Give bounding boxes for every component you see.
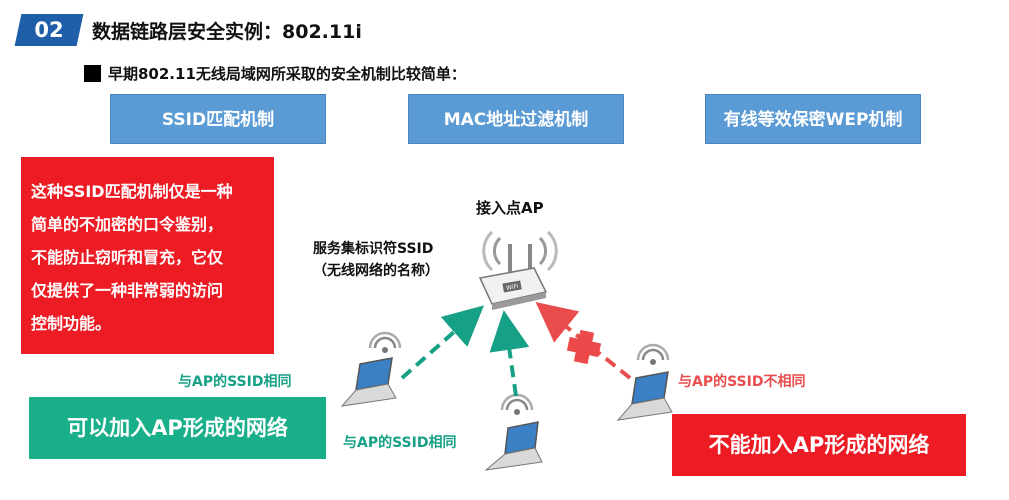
can-join-result-box: 可以加入AP形成的网络	[29, 397, 326, 459]
page-title: 数据链路层安全实例：802.11i	[92, 21, 362, 43]
mechanism-wep-box: 有线等效保密WEP机制	[705, 94, 921, 144]
arrow-right-to-ap-blocked	[535, 301, 632, 380]
blocked-cross-icon	[566, 329, 602, 365]
warning-line: 不能防止窃听和冒充，它仅	[31, 248, 224, 267]
warning-box: 这种SSID匹配机制仅是一种 简单的不加密的口令鉴别， 不能防止窃听和冒充，它仅…	[21, 157, 274, 354]
warning-line: 控制功能。	[31, 314, 112, 333]
ssid-note-line1: 服务集标识符SSID	[313, 241, 434, 257]
bullet-square-icon	[84, 65, 101, 82]
access-point-router-icon	[478, 230, 558, 310]
arrow-bottom-to-ap	[489, 310, 530, 397]
laptop-bottom-icon	[484, 393, 543, 471]
warning-line: 简单的不加密的口令鉴别，	[31, 215, 224, 234]
warning-line: 仅提供了一种非常弱的访问	[31, 281, 224, 300]
arrow-left-to-ap	[400, 305, 484, 380]
wifi-badge-text: WiFi	[506, 283, 520, 292]
section-number: 02	[34, 18, 64, 42]
ap-label: 接入点AP	[476, 199, 544, 217]
cannot-join-result-box: 不能加入AP形成的网络	[672, 414, 966, 476]
ssid-note: 服务集标识符SSID （无线网络的名称）	[313, 238, 439, 282]
same-ssid-label-left: 与AP的SSID相同	[178, 374, 292, 390]
mechanism-mac-filter-box: MAC地址过滤机制	[408, 94, 624, 144]
laptop-left-icon	[340, 331, 402, 407]
intro-text: 早期802.11无线局域网所采取的安全机制比较简单：	[108, 65, 466, 83]
diff-ssid-label: 与AP的SSID不相同	[678, 374, 806, 390]
warning-line: 这种SSID匹配机制仅是一种	[31, 182, 233, 201]
mechanism-ssid-box: SSID匹配机制	[110, 94, 326, 144]
same-ssid-label-bottom: 与AP的SSID相同	[343, 435, 457, 451]
laptop-right-icon	[616, 343, 673, 421]
ssid-note-line2: （无线网络的名称）	[313, 263, 439, 279]
